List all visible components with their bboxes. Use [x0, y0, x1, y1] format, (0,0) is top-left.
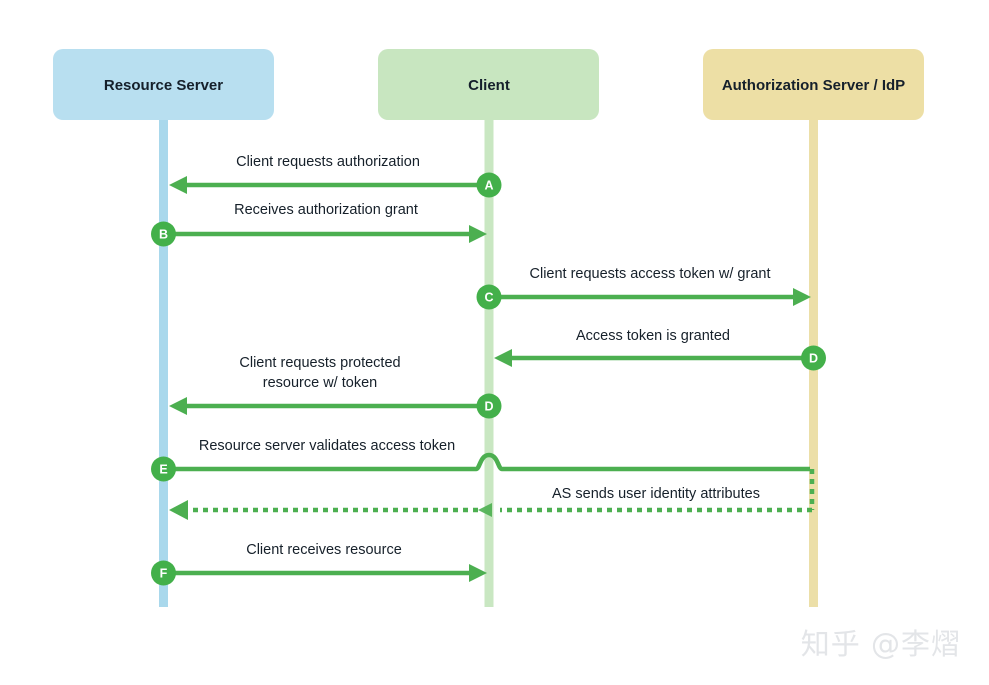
message-d-granted[interactable]: Access token is granted D — [494, 328, 826, 371]
actor-label-authorization-server: Authorization Server / IdP — [722, 77, 905, 94]
message-f-badge-letter: F — [160, 567, 168, 581]
message-c[interactable]: Client requests access token w/ grant C — [476, 266, 812, 310]
message-a-badge-letter: A — [484, 179, 493, 193]
message-identity-attributes[interactable]: AS sends user identity attributes — [169, 469, 815, 520]
message-e[interactable]: Resource server validates access token E — [151, 438, 810, 482]
message-identity-attributes-crossing-marker — [478, 503, 492, 517]
actor-label-client: Client — [468, 77, 510, 94]
message-f-badge[interactable] — [151, 560, 176, 586]
message-d-granted-arrowhead — [494, 349, 512, 367]
message-d-protected-resource-badge-letter: D — [484, 400, 493, 414]
message-e-label: Resource server validates access token — [199, 438, 455, 454]
message-b-label: Receives authorization grant — [234, 202, 418, 218]
message-a-label: Client requests authorization — [236, 154, 420, 170]
message-e-badge-letter: E — [159, 463, 167, 477]
watermark: 知乎 @李熠 — [800, 627, 961, 661]
actor-box-authorization-server[interactable] — [703, 49, 924, 120]
message-d-protected-resource-label-line1: Client requests protected — [239, 355, 400, 371]
message-d-granted-label: Access token is granted — [576, 328, 730, 344]
actor-box-client[interactable] — [378, 49, 599, 120]
message-a-arrowhead — [169, 176, 187, 194]
message-d-protected-resource-label-line2: resource w/ token — [263, 375, 377, 391]
message-d-granted-badge[interactable] — [801, 345, 826, 371]
message-f-arrowhead — [469, 564, 487, 582]
message-c-badge-letter: C — [484, 291, 493, 305]
message-e-line-with-hop — [163, 452, 810, 472]
message-a[interactable]: Client requests authorization A — [169, 154, 502, 198]
message-c-badge[interactable] — [476, 284, 502, 310]
message-d-protected-resource-badge[interactable] — [476, 393, 502, 419]
message-identity-attributes-arrowhead — [169, 500, 188, 520]
actor-box-resource-server[interactable] — [53, 49, 274, 120]
message-d-granted-badge-letter: D — [809, 352, 818, 366]
message-e-badge[interactable] — [151, 456, 176, 482]
message-a-badge[interactable] — [476, 172, 502, 198]
lifeline-resource-server — [159, 120, 168, 607]
lifeline-client — [484, 120, 494, 607]
message-b-arrowhead — [469, 225, 487, 243]
message-f-label: Client receives resource — [246, 542, 402, 558]
message-b-badge[interactable] — [151, 221, 176, 247]
message-d-protected-resource-arrowhead — [169, 397, 187, 415]
message-b[interactable]: Receives authorization grant B — [151, 202, 487, 247]
actor-headers: Resource Server Client Authorization Ser… — [53, 49, 924, 120]
message-c-label: Client requests access token w/ grant — [530, 266, 771, 282]
message-identity-attributes-label: AS sends user identity attributes — [552, 486, 760, 502]
actor-label-resource-server: Resource Server — [104, 77, 223, 94]
message-b-badge-letter: B — [159, 228, 168, 242]
message-c-arrowhead — [793, 288, 811, 306]
message-f[interactable]: Client receives resource F — [151, 542, 487, 586]
message-d-protected-resource[interactable]: Client requests protected resource w/ to… — [169, 355, 502, 419]
